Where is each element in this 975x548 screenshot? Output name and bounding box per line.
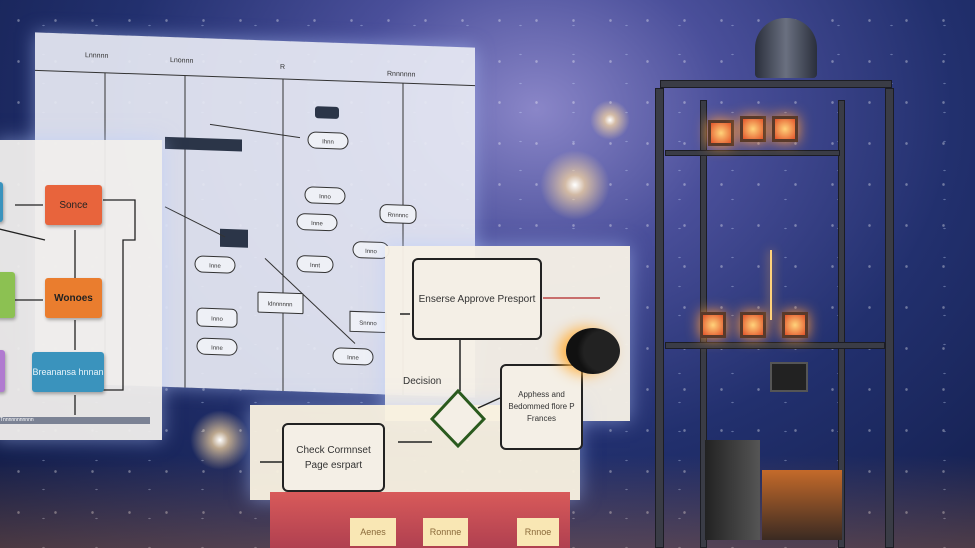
- light-flare: [590, 100, 630, 140]
- node-label: Inne: [311, 221, 323, 227]
- panel-footer-bar: Tnnnnnnnnnnn: [0, 417, 150, 424]
- flow-box-breanansa: Breanansa hnnan: [32, 352, 104, 392]
- sticky-note: Ronnne: [423, 518, 468, 546]
- decision-label: Decision: [403, 376, 442, 387]
- node-label: Inno: [211, 316, 223, 322]
- decision-connectors: [260, 297, 600, 463]
- flow-box-sonce: Sonce: [45, 185, 102, 225]
- column-header: Lnonnn: [170, 57, 194, 65]
- process-box: Apphess and Bedommed flore P Frances: [500, 364, 583, 450]
- column-header: Lnnnnn: [85, 52, 109, 60]
- flow-box-wonoes: Wonoes: [45, 278, 102, 318]
- connector-lines: [0, 199, 136, 415]
- decision-diamond: [429, 388, 487, 449]
- check-box: Check Cormnset Page esrpart: [282, 423, 385, 492]
- node-label: Idnnnnnn: [267, 301, 292, 308]
- dome: [755, 18, 817, 78]
- node-label: Innt: [310, 263, 320, 269]
- node-label: Inne: [209, 263, 221, 269]
- light-flare: [190, 410, 250, 470]
- node-label: Ihnn: [322, 139, 334, 145]
- node-label: Snnno: [359, 321, 377, 328]
- sticky-note: Rnnoe: [517, 518, 559, 546]
- node-label: Inne: [347, 355, 359, 361]
- flowchart-panel-left: Sonce Wonoes Breanansa hnnan Tnnnnnnnnnn…: [0, 140, 162, 440]
- node-label: Inne: [211, 345, 223, 351]
- flow-box-partial: [0, 272, 15, 318]
- node-label: Inno: [319, 194, 331, 200]
- flow-box-partial: [0, 182, 3, 222]
- column-header: R: [280, 63, 286, 72]
- flow-box-partial: [0, 350, 5, 392]
- knob-icon: [566, 328, 620, 374]
- light-flare: [540, 150, 610, 220]
- monitor-device: [770, 362, 808, 392]
- column-header: Rnnnnnn: [387, 70, 416, 79]
- node-label: Inno: [365, 249, 377, 255]
- server-unit: [762, 470, 842, 540]
- server-unit: [705, 440, 760, 540]
- node-label: Rnnnnc: [388, 213, 409, 220]
- approve-box: Enserse Approve Presport: [412, 258, 542, 340]
- sticky-note: Aenes: [350, 518, 396, 546]
